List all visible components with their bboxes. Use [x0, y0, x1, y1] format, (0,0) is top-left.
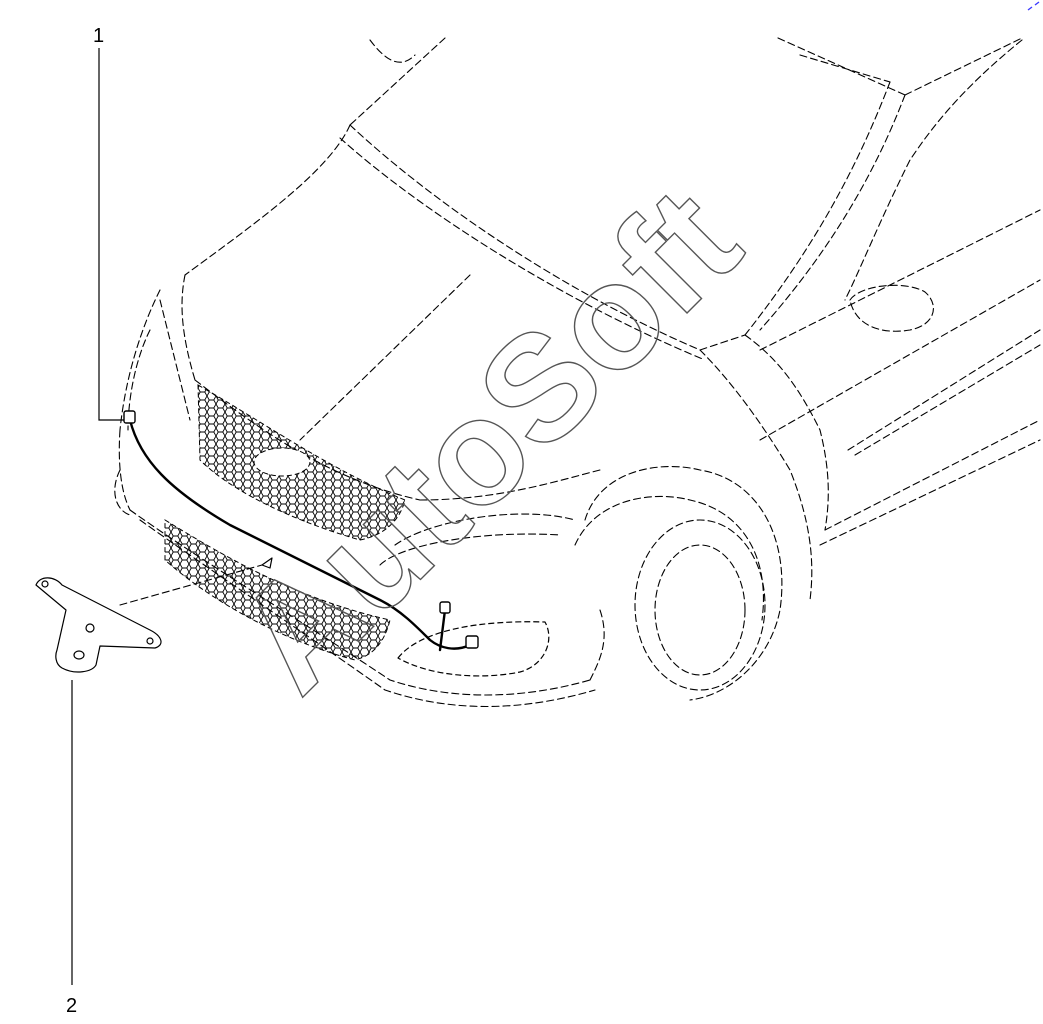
- brand-emblem: [253, 447, 311, 477]
- callout-1: 1: [93, 25, 104, 47]
- callout-2: 2: [66, 995, 77, 1017]
- upper-grille: [197, 384, 406, 541]
- wiring-harness: [123, 410, 479, 652]
- connector-top: [123, 410, 136, 424]
- leader-lines: [71, 48, 124, 985]
- corner-mark: [1027, 1, 1040, 11]
- mounting-bracket: [35, 564, 263, 673]
- connector-fog: [465, 635, 479, 649]
- leader-line-1: [98, 48, 124, 421]
- connector-sensor: [439, 601, 451, 614]
